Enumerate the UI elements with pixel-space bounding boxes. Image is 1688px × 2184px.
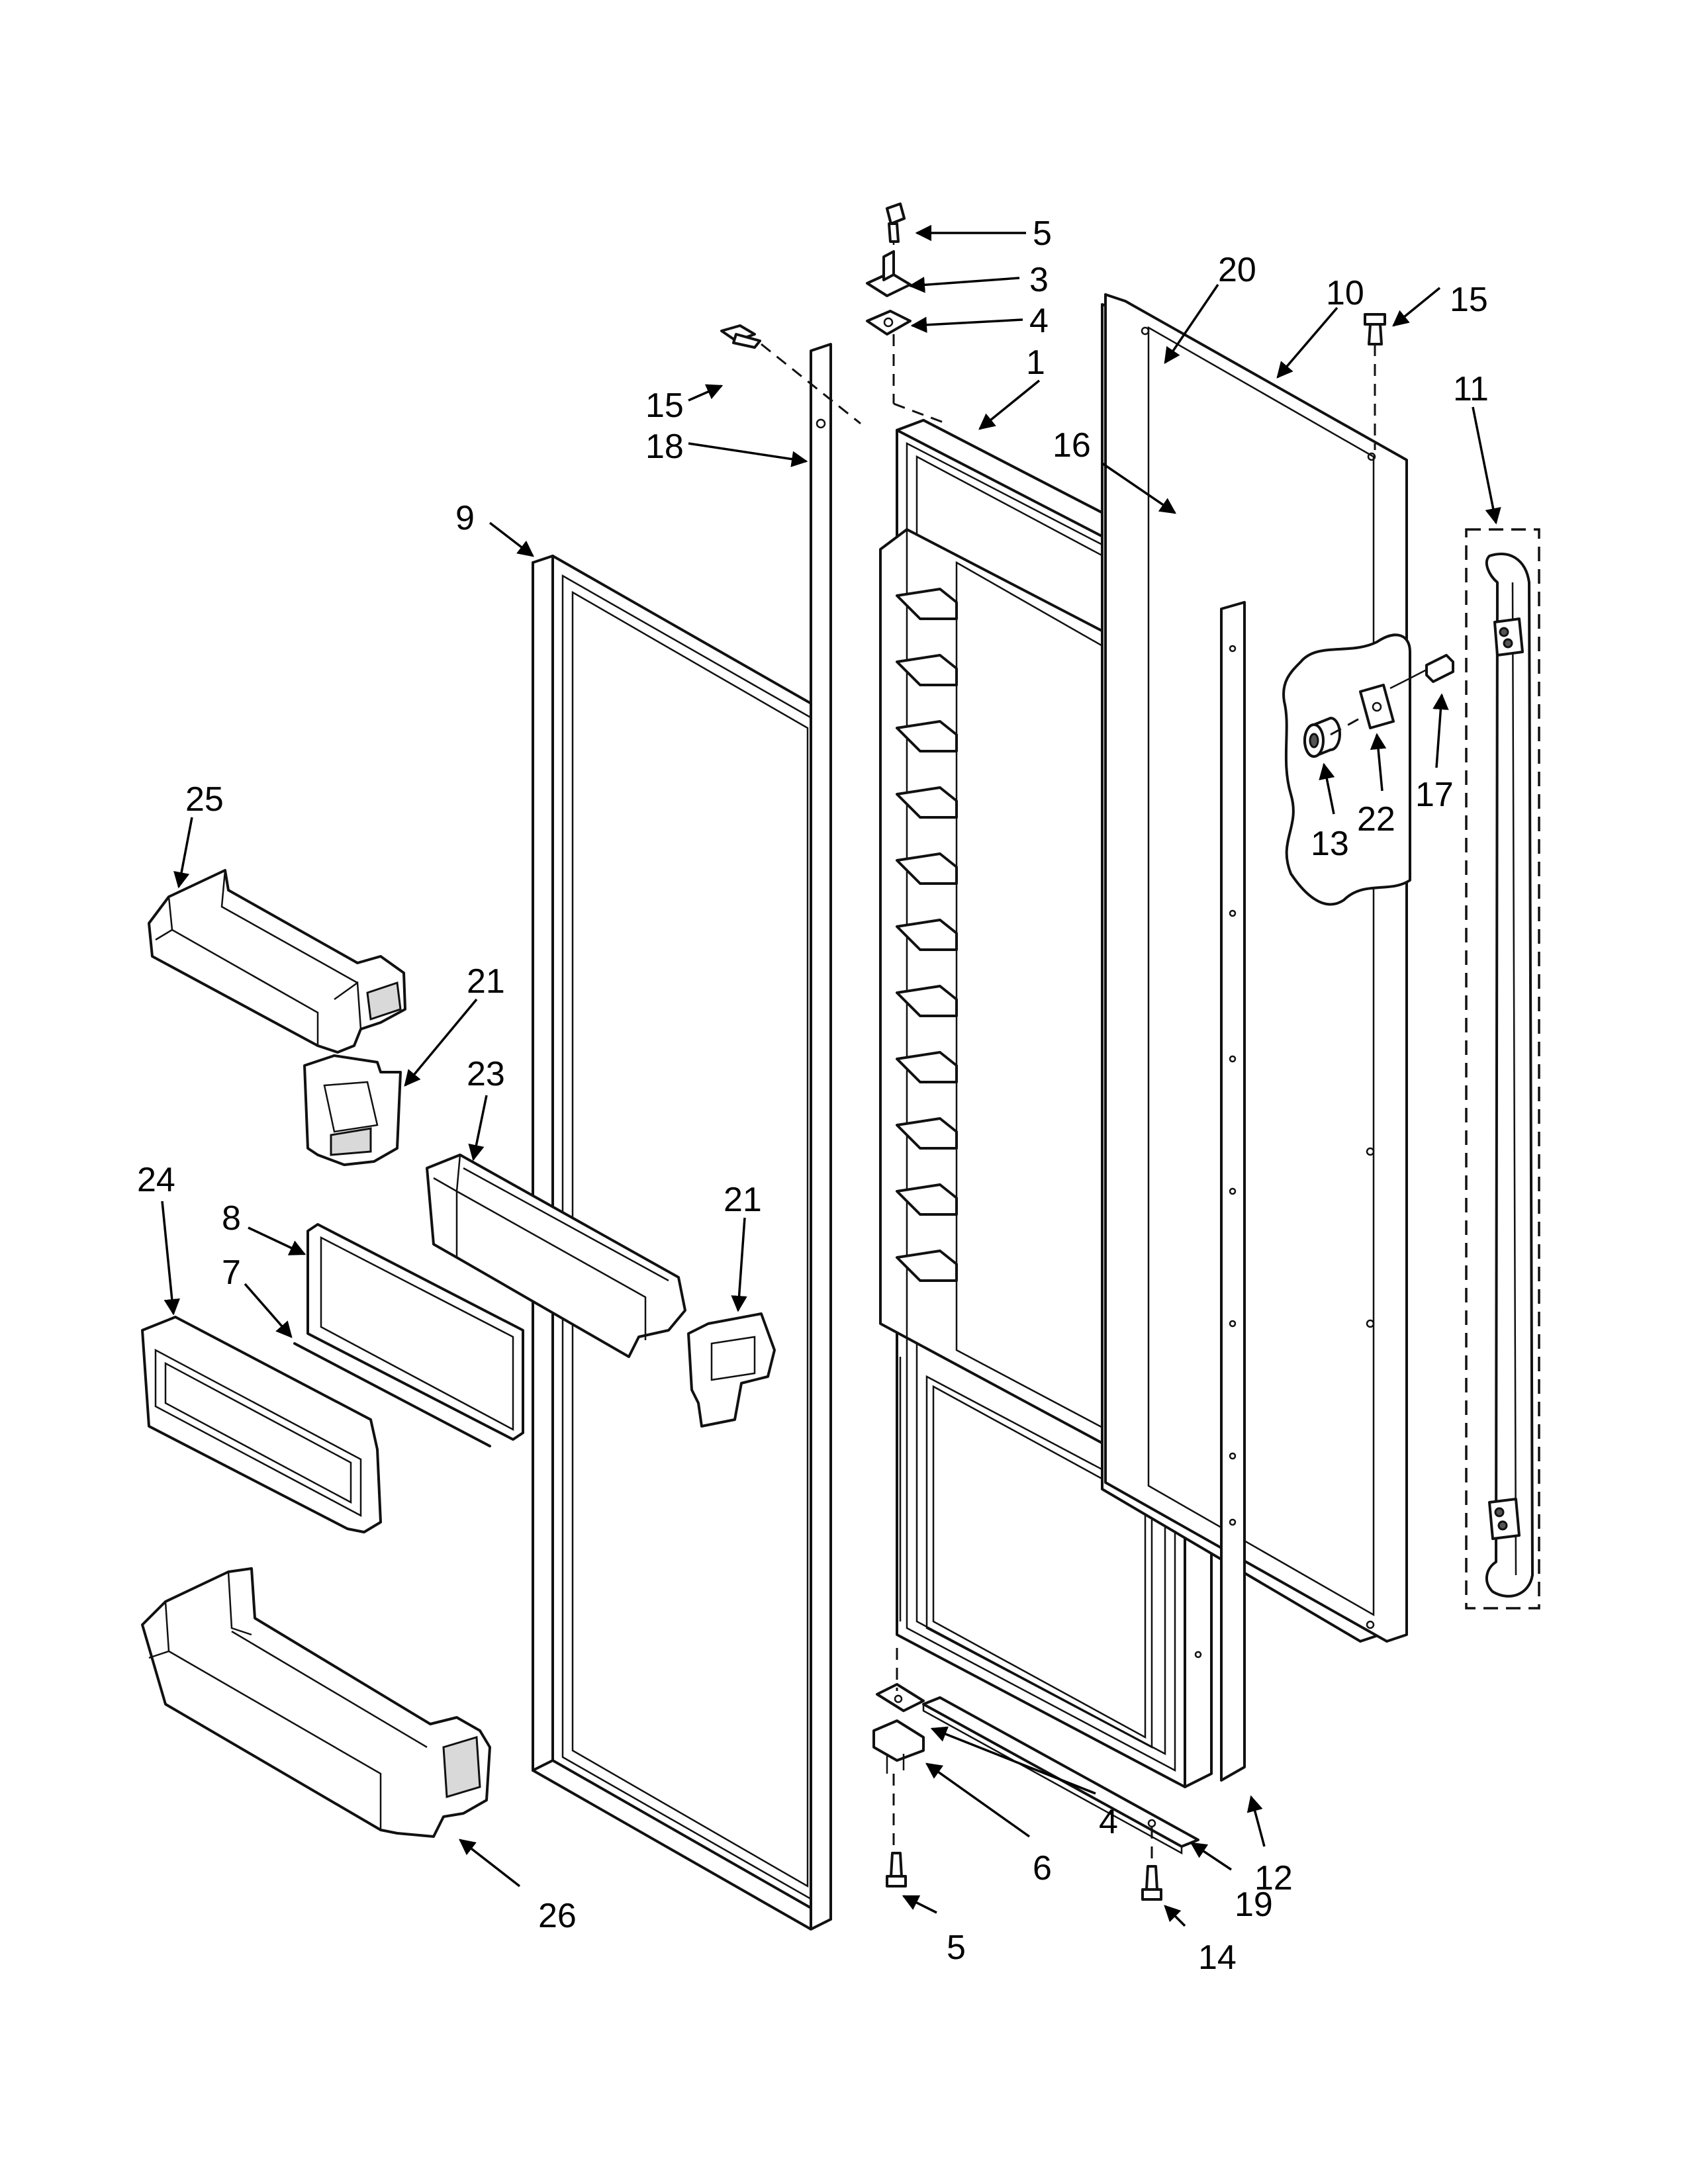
liner-shelf-supports [896, 588, 958, 1282]
callout-24: 24 [137, 1161, 175, 1199]
callout-labels: 5 3 4 20 10 15 11 1 15 18 16 9 17 22 13 … [137, 214, 1489, 1977]
bin-frame-8-part [306, 1223, 524, 1441]
callout-12: 12 [1254, 1859, 1293, 1897]
callout-21-upper: 21 [467, 962, 505, 1001]
callout-13: 13 [1311, 825, 1349, 863]
door-bin-23-part [426, 1154, 686, 1358]
callout-4-top: 4 [1029, 302, 1049, 340]
callout-11: 11 [1453, 370, 1489, 408]
door-bin-25-part [148, 869, 406, 1054]
callout-14: 14 [1198, 1938, 1237, 1977]
bottom-hinge-assembly [872, 1648, 925, 1888]
callout-18: 18 [645, 428, 684, 466]
callout-8: 8 [222, 1199, 241, 1238]
top-hinge-assembly [866, 203, 947, 425]
callout-21-lower: 21 [724, 1181, 762, 1219]
screw-5-top [886, 203, 906, 243]
callout-15-left: 15 [645, 387, 684, 425]
callout-22: 22 [1357, 800, 1395, 839]
callout-23: 23 [467, 1055, 505, 1093]
door-bin-24-part [141, 1316, 382, 1533]
screw-14 [1141, 1827, 1162, 1901]
callout-16: 16 [1053, 426, 1091, 465]
callout-20: 20 [1218, 251, 1256, 289]
bin-end-cap-21-upper [303, 1054, 402, 1166]
handle-mount-breakout [1282, 633, 1454, 906]
callout-10: 10 [1326, 274, 1364, 312]
bin-strip-7-part [293, 1342, 491, 1447]
callout-9: 9 [455, 499, 475, 537]
screw-15-left [720, 324, 861, 425]
callout-1: 1 [1026, 343, 1045, 382]
callout-15-right: 15 [1450, 281, 1488, 319]
bin-end-cap-21-lower [687, 1312, 776, 1428]
outer-door-frame-part [1104, 293, 1408, 1643]
door-side-strip-part [1220, 601, 1246, 1782]
door-handle-part [1465, 528, 1540, 1610]
callout-leaders [161, 224, 1501, 1927]
callout-5-top: 5 [1033, 214, 1052, 253]
callout-5-bottom: 5 [947, 1929, 966, 1967]
callout-4-bottom: 4 [1099, 1803, 1118, 1841]
callout-6: 6 [1033, 1849, 1052, 1888]
callout-7: 7 [222, 1253, 241, 1292]
callout-17: 17 [1415, 776, 1454, 814]
callout-3: 3 [1029, 261, 1049, 299]
callout-25: 25 [185, 780, 224, 819]
callout-26: 26 [538, 1897, 577, 1935]
callout-19: 19 [1235, 1886, 1273, 1924]
door-bottom-bracket-part [922, 1696, 1199, 1855]
screw-15-right [1364, 313, 1386, 450]
door-bin-26-part [141, 1567, 491, 1838]
door-trim-strip-part [810, 343, 832, 1931]
